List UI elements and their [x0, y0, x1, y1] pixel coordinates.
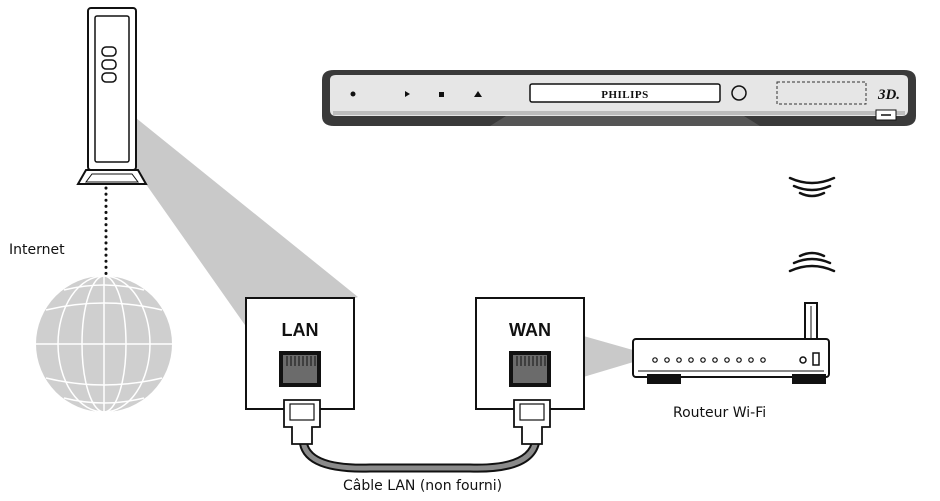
ethernet-port-icon: [509, 351, 551, 387]
lan-port-label: LAN: [281, 320, 319, 340]
ethernet-port-icon: [279, 351, 321, 387]
lan-cable: [298, 435, 541, 473]
player-3d-badge: 3D.: [877, 87, 900, 103]
globe-icon: [36, 275, 172, 413]
player-brand-label: PHILIPS: [601, 89, 649, 101]
wan-port-label: WAN: [509, 320, 551, 340]
router-icon: [632, 302, 830, 384]
router-zoom-beam: [580, 335, 640, 378]
modem-icon: [76, 7, 148, 185]
rj45-connector-icon: [283, 399, 321, 445]
router-label: Routeur Wi-Fi: [673, 405, 767, 421]
rj45-connector-icon: [513, 399, 551, 445]
internet-label: Internet: [9, 242, 65, 258]
cable-label: Câble LAN (non fourni): [343, 478, 503, 494]
bluray-player-icon: [322, 70, 916, 126]
wifi-signal-icon: [788, 176, 836, 273]
modem-zoom-beam: [136, 118, 358, 335]
